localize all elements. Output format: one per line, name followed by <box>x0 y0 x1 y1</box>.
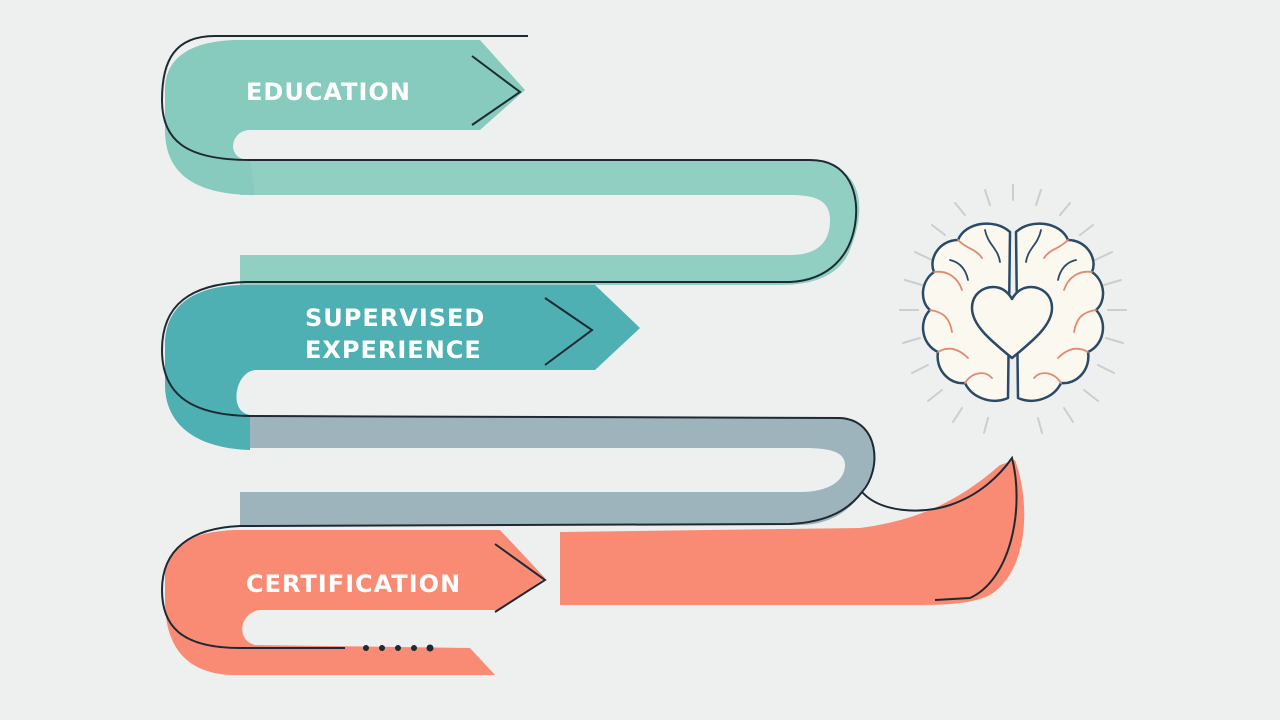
chevron-right-icon <box>494 543 547 613</box>
glow-rays <box>899 184 1127 434</box>
step-certification: CERTIFICATION <box>160 455 1025 675</box>
brain-heart-icon <box>899 184 1127 434</box>
ribbon-certification-tail <box>560 460 1025 605</box>
step-label-experience: EXPERIENCE <box>305 336 482 364</box>
chevron-right-icon <box>544 297 594 366</box>
ribbon-certification <box>165 530 545 675</box>
step-label-supervised: SUPERVISED <box>305 304 485 332</box>
ribbon-connector-1 <box>240 160 860 285</box>
ribbon-supervised-experience <box>165 285 640 450</box>
ribbon-education <box>165 40 525 195</box>
chevron-right-icon <box>471 55 522 126</box>
brain-inner-lines <box>949 229 1077 281</box>
ribbon-connector-2 <box>240 415 876 525</box>
ribbon-tail-outline <box>861 455 1018 601</box>
dots-icon <box>363 644 434 652</box>
step-label-certification: CERTIFICATION <box>246 570 461 598</box>
step-supervised-experience: SUPERVISED EXPERIENCE <box>160 281 876 527</box>
step-label-education: EDUCATION <box>246 78 411 106</box>
ribbon-certification-outline <box>160 525 345 649</box>
ribbon-education-outline <box>160 35 858 283</box>
ribbon-supervised-outline <box>160 281 876 527</box>
brain-folds <box>929 239 1097 384</box>
heart-icon <box>970 285 1054 360</box>
step-education: EDUCATION <box>160 35 860 285</box>
